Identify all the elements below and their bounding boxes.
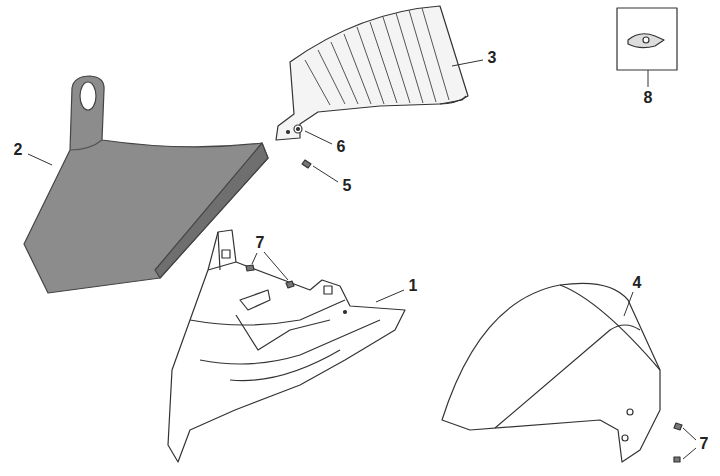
callout-number: 4 — [632, 274, 643, 292]
callout-number: 7 — [699, 435, 710, 453]
callout-number: 8 — [643, 89, 654, 107]
callout-number: 2 — [13, 141, 24, 159]
callout-number: 6 — [336, 138, 347, 156]
callout-number: 1 — [408, 277, 419, 295]
callout-number: 7 — [255, 234, 266, 252]
callout-number: 5 — [342, 177, 353, 195]
callout-number: 3 — [487, 49, 498, 67]
